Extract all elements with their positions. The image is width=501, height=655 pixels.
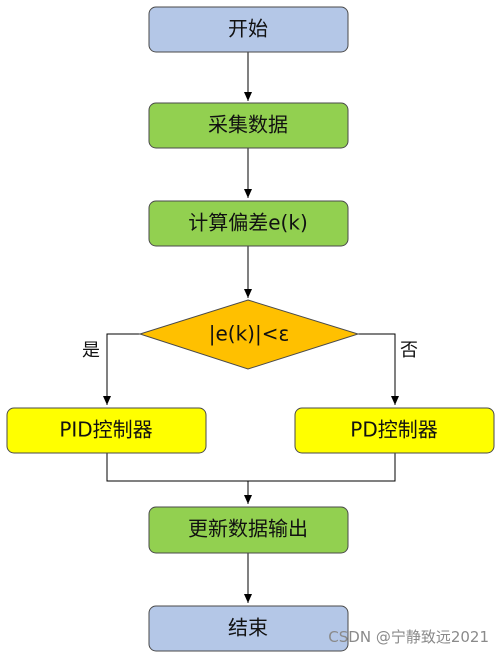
watermark: CSDN @宁静致远2021: [328, 628, 489, 646]
node-pd-label: PD控制器: [350, 418, 437, 442]
connector-decision-yes: [103, 333, 140, 405]
branch-label-no: 否: [400, 340, 418, 361]
node-decision-shape: [138, 299, 360, 370]
node-pd: PD控制器: [294, 407, 495, 454]
connector-pid-merge: [106, 453, 248, 482]
branch-label-yes: 是: [82, 340, 100, 361]
node-error-label: 计算偏差e(k): [188, 211, 308, 235]
node-start-label: 开始: [228, 17, 268, 41]
connector-pd-merge: [248, 453, 396, 482]
node-start-shape: [148, 6, 349, 53]
node-end: 结束: [148, 605, 349, 652]
node-start: 开始: [148, 6, 349, 53]
node-end-label: 结束: [228, 616, 268, 640]
node-pid-shape: [6, 407, 207, 454]
node-update: 更新数据输出: [148, 506, 349, 554]
node-update-label: 更新数据输出: [188, 517, 308, 541]
node-end-shape: [148, 605, 349, 652]
node-collect-shape: [148, 102, 349, 149]
node-decision: |e(k)|<ε: [138, 299, 360, 370]
node-pid-label: PID控制器: [59, 418, 152, 442]
node-error: 计算偏差e(k): [148, 200, 349, 247]
node-error-shape: [148, 200, 349, 247]
node-collect-label: 采集数据: [208, 113, 288, 137]
node-pd-shape: [294, 407, 495, 454]
node-pid: PID控制器: [6, 407, 207, 454]
node-collect: 采集数据: [148, 102, 349, 149]
connectors: [103, 52, 399, 603]
node-update-shape: [148, 506, 349, 554]
connector-decision-no: [358, 333, 399, 405]
node-decision-label: |e(k)|<ε: [209, 322, 290, 346]
